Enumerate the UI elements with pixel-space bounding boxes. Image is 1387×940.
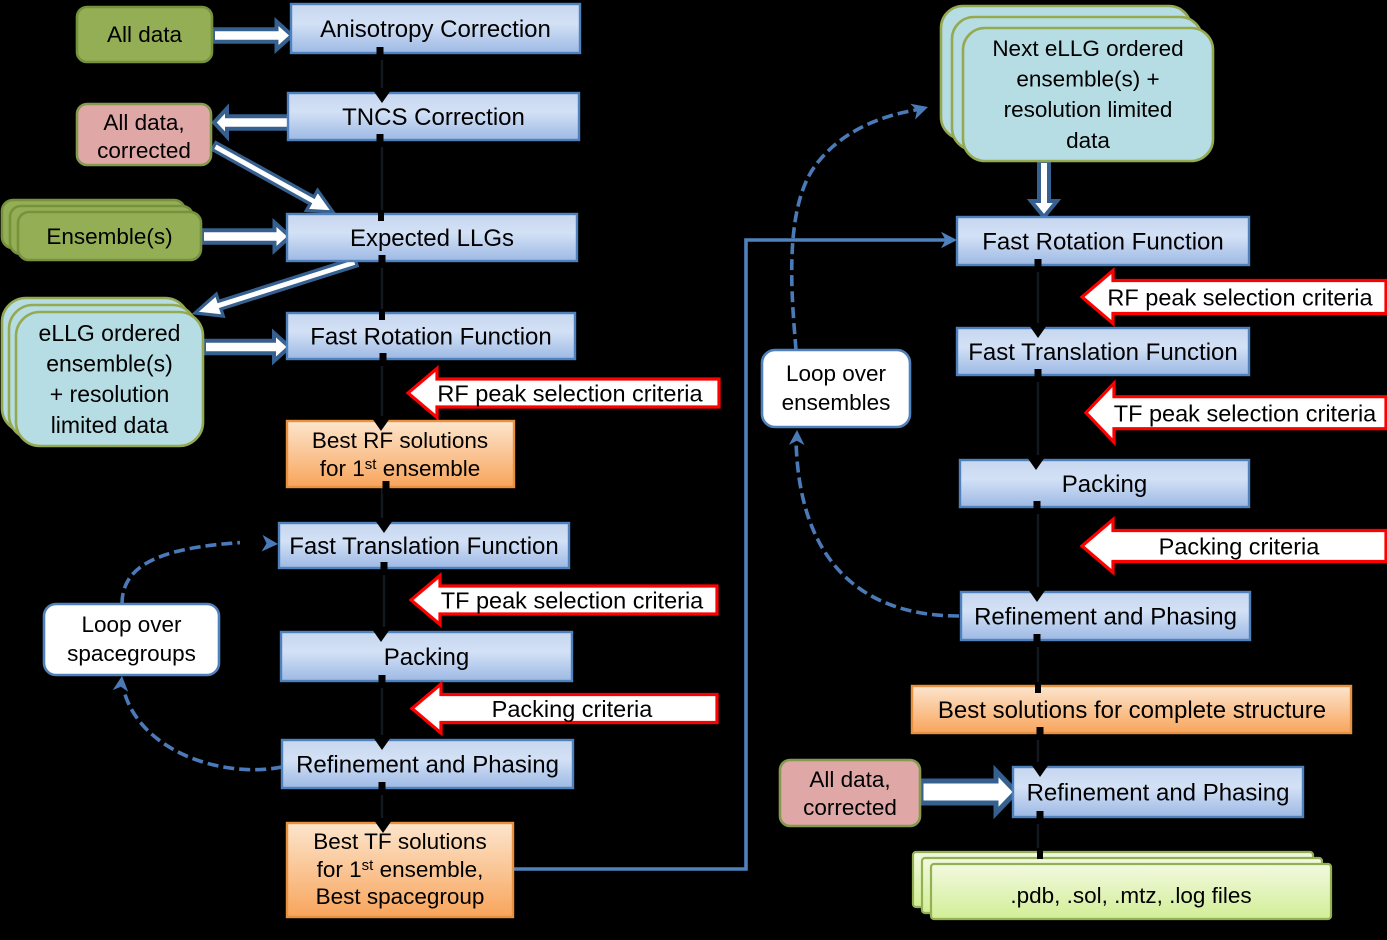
svg-text:spacegroups: spacegroups (67, 641, 196, 666)
svg-text:RF peak selection criteria: RF peak selection criteria (437, 381, 703, 407)
svg-text:TNCS Correction: TNCS Correction (342, 104, 525, 131)
svg-text:TF peak selection criteria: TF peak selection criteria (1114, 401, 1377, 427)
svg-text:All data,: All data, (103, 110, 184, 135)
svg-text:Ensemble(s): Ensemble(s) (46, 224, 172, 249)
svg-text:ensemble(s) +: ensemble(s) + (1016, 67, 1159, 92)
svg-text:Expected LLGs: Expected LLGs (350, 225, 514, 252)
svg-text:corrected: corrected (803, 795, 897, 820)
svg-text:for 1st ensemble,: for 1st ensemble, (317, 857, 484, 882)
svg-text:Best solutions for complete st: Best solutions for complete structure (938, 697, 1326, 724)
svg-text:eLLG ordered: eLLG ordered (39, 320, 181, 346)
svg-text:Next eLLG ordered: Next eLLG ordered (992, 36, 1183, 61)
svg-text:resolution limited: resolution limited (1004, 97, 1173, 122)
svg-text:Anisotropy Correction: Anisotropy Correction (320, 16, 551, 43)
svg-text:ensemble(s): ensemble(s) (46, 351, 173, 377)
svg-text:ensembles: ensembles (782, 390, 891, 415)
svg-text:for 1st ensemble: for 1st ensemble (320, 456, 481, 481)
svg-text:Best spacegroup: Best spacegroup (316, 884, 485, 909)
svg-text:Refinement and Phasing: Refinement and Phasing (1027, 780, 1290, 807)
svg-text:.pdb, .sol, .mtz, .log files: .pdb, .sol, .mtz, .log files (1010, 883, 1251, 908)
svg-text:Packing criteria: Packing criteria (1159, 534, 1321, 560)
svg-text:All data,: All data, (809, 767, 890, 792)
svg-text:limited data: limited data (51, 412, 169, 438)
svg-text:Fast Rotation Function: Fast Rotation Function (310, 324, 551, 351)
svg-text:Packing: Packing (384, 644, 469, 671)
svg-text:Refinement and Phasing: Refinement and Phasing (296, 752, 559, 779)
svg-text:Best RF solutions: Best RF solutions (312, 428, 488, 453)
svg-text:Packing: Packing (1062, 471, 1147, 498)
svg-text:All data: All data (107, 22, 183, 47)
svg-text:corrected: corrected (97, 138, 191, 163)
svg-text:Best TF solutions: Best TF solutions (313, 829, 486, 854)
svg-text:RF peak selection criteria: RF peak selection criteria (1107, 285, 1373, 311)
svg-text:Loop over: Loop over (786, 361, 887, 386)
svg-text:+ resolution: + resolution (50, 381, 170, 407)
svg-text:Fast Translation Function: Fast Translation Function (968, 339, 1237, 366)
svg-text:Refinement and Phasing: Refinement and Phasing (974, 604, 1237, 631)
svg-text:Fast Rotation Function: Fast Rotation Function (982, 229, 1223, 256)
svg-text:Packing criteria: Packing criteria (492, 696, 654, 722)
svg-text:TF peak selection criteria: TF peak selection criteria (441, 588, 704, 614)
svg-text:Loop over: Loop over (81, 612, 182, 637)
svg-text:Fast Translation Function: Fast Translation Function (289, 533, 558, 560)
svg-text:data: data (1066, 128, 1110, 153)
